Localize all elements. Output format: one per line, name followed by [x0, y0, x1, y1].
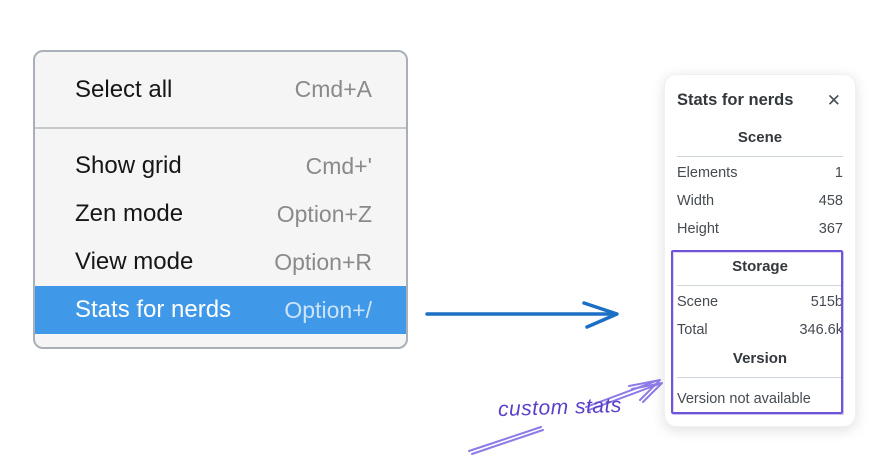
menu-item-shortcut: Option+Z — [276, 200, 372, 227]
section-header: Scene — [737, 129, 783, 146]
stat-label: Elements — [677, 165, 738, 181]
menu-item-label: Select all — [75, 75, 173, 103]
stats-panel-header: Stats for nerds ✕ — [677, 88, 843, 112]
menu-item-shortcut: Cmd+A — [294, 76, 372, 102]
menu-item-select-all[interactable]: Select all Cmd+A — [35, 52, 406, 127]
stats-panel-title: Stats for nerds — [677, 90, 794, 109]
menu-item-label: Show grid — [75, 152, 182, 179]
stat-value: 515b — [810, 294, 843, 310]
stats-panel: Stats for nerds ✕ Scene Elements 1 Width… — [664, 74, 856, 427]
stat-label: Total — [677, 322, 708, 338]
close-icon[interactable]: ✕ — [826, 90, 841, 110]
context-menu: Select all Cmd+A Show grid Cmd+' Zen mod… — [33, 50, 408, 349]
menu-divider — [35, 127, 406, 129]
menu-item-shortcut: Option+R — [274, 248, 372, 275]
stat-value: 1 — [834, 165, 843, 181]
stat-label: Scene — [677, 294, 719, 310]
stat-label: Height — [677, 221, 719, 237]
section-header: Version — [732, 350, 788, 367]
stat-row-height: Height 367 — [677, 215, 843, 243]
section-divider — [677, 377, 843, 378]
section-divider — [677, 285, 843, 286]
menu-item-view-mode[interactable]: View mode Option+R — [35, 238, 406, 286]
section-divider — [677, 156, 843, 157]
stat-value: 458 — [818, 193, 843, 209]
section-header: Storage — [732, 258, 788, 275]
annotation-label: custom stats — [497, 393, 623, 422]
version-note: Version not available — [677, 391, 811, 407]
menu-item-zen-mode[interactable]: Zen mode Option+Z — [35, 190, 406, 238]
menu-item-show-grid[interactable]: Show grid Cmd+' — [35, 142, 406, 190]
menu-group: Show grid Cmd+' Zen mode Option+Z View m… — [35, 129, 406, 334]
stats-section-scene: Scene Elements 1 Width 458 Height 367 — [677, 128, 843, 243]
stats-section-version: Version Version not available — [677, 349, 843, 410]
menu-item-label: Zen mode — [75, 200, 184, 227]
stat-row-scene-size: Scene 515b — [677, 288, 843, 316]
menu-item-label: View mode — [75, 248, 194, 275]
stat-value: 346.6k — [799, 322, 843, 338]
stats-section-storage: Storage Scene 515b Total 346.6k — [677, 257, 843, 344]
blue-arrow — [425, 301, 619, 329]
stat-row-total-size: Total 346.6k — [677, 316, 843, 344]
menu-item-shortcut: Option+/ — [284, 296, 372, 323]
stat-label: Width — [677, 193, 715, 209]
menu-item-label: Stats for nerds — [75, 296, 232, 323]
stat-row-width: Width 458 — [677, 187, 843, 215]
menu-item-shortcut: Cmd+' — [305, 152, 372, 179]
menu-item-stats-for-nerds[interactable]: Stats for nerds Option+/ — [35, 286, 406, 334]
stat-row-elements: Elements 1 — [677, 159, 843, 187]
stat-value: 367 — [818, 221, 843, 237]
